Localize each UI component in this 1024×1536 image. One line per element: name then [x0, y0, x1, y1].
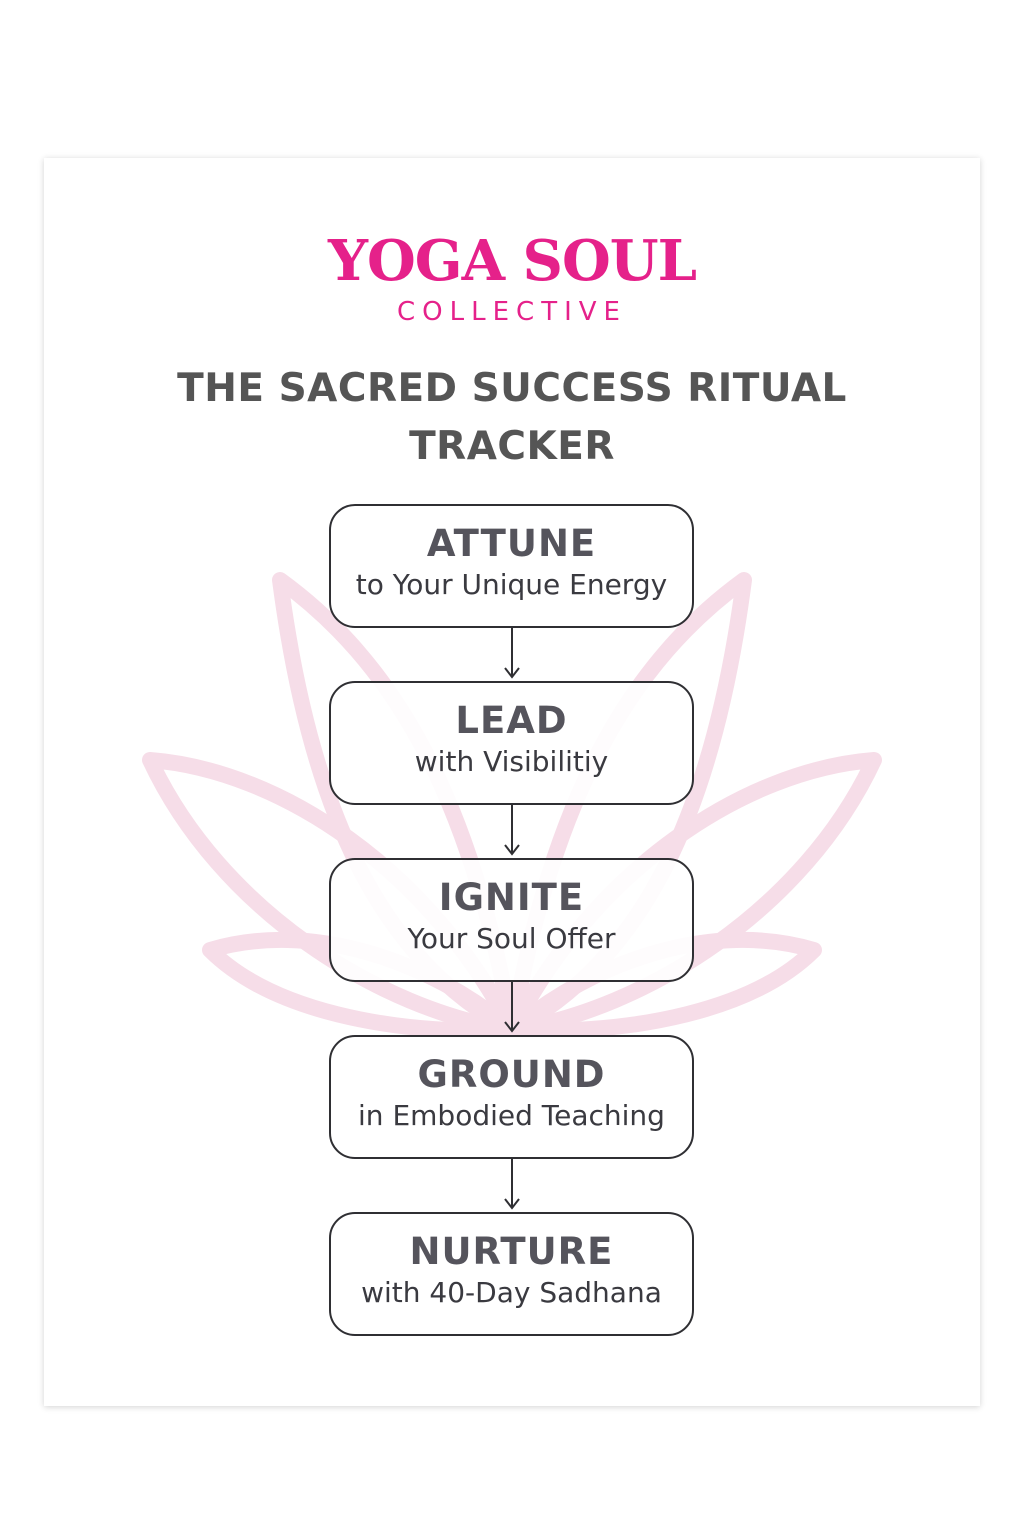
step-title: GROUND: [417, 1053, 606, 1096]
page-title: THE SACRED SUCCESS RITUAL TRACKER: [177, 366, 847, 469]
step-nurture: NURTURE with 40-Day Sadhana: [329, 1212, 694, 1336]
brand-tagline: COLLECTIVE: [397, 297, 627, 327]
step-attune: ATTUNE to Your Unique Energy: [329, 504, 694, 628]
step-title: NURTURE: [409, 1230, 614, 1273]
step-subtitle: Your Soul Offer: [407, 922, 616, 955]
step-lead: LEAD with Visibilitiy: [329, 681, 694, 805]
step-title: LEAD: [455, 699, 568, 742]
step-subtitle: to Your Unique Energy: [355, 568, 668, 601]
brand-name: YOGA SOUL: [328, 228, 697, 294]
step-subtitle: with Visibilitiy: [414, 745, 609, 778]
step-ground: GROUND in Embodied Teaching: [329, 1035, 694, 1159]
step-subtitle: with 40-Day Sadhana: [361, 1276, 662, 1309]
step-subtitle: in Embodied Teaching: [358, 1099, 665, 1132]
step-ignite: IGNITE Your Soul Offer: [329, 858, 694, 982]
step-title: IGNITE: [438, 876, 585, 919]
step-title: ATTUNE: [426, 522, 597, 565]
